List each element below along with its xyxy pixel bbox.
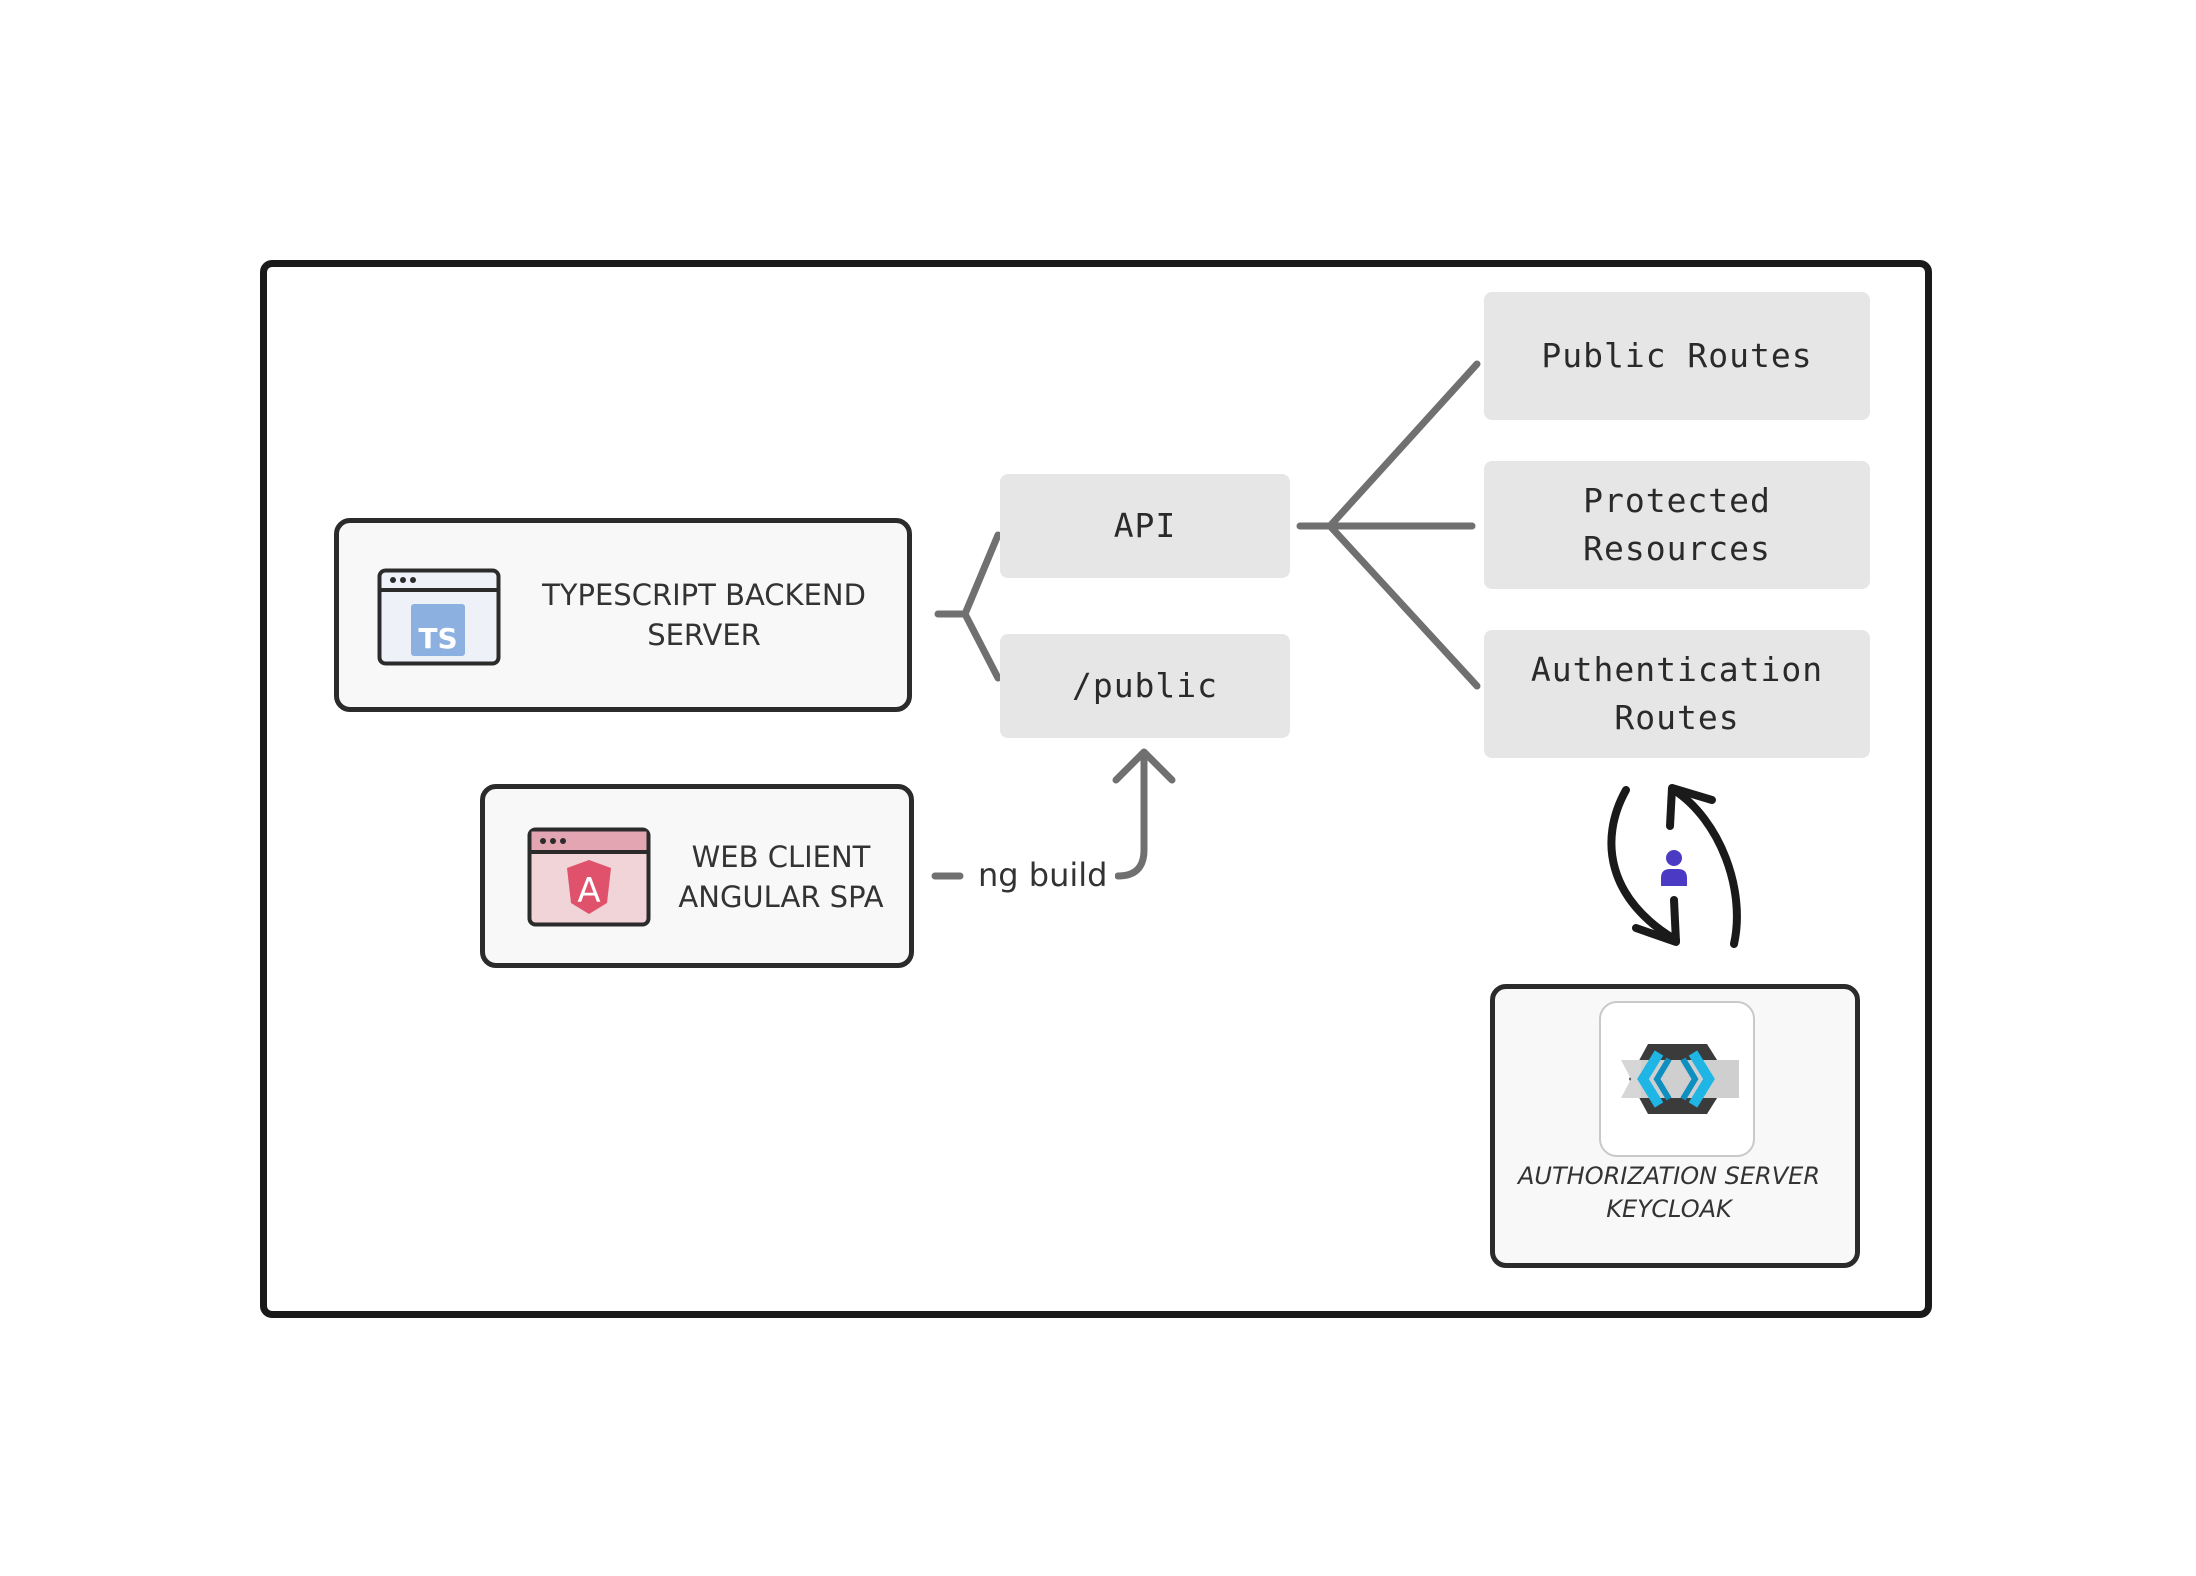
typescript-badge: TS <box>418 622 457 655</box>
keycloak-card[interactable] <box>1490 984 1860 1268</box>
keycloak-logo-icon <box>1621 1044 1739 1114</box>
web-client-card[interactable]: A WEB CLIENT ANGULAR SPA <box>480 784 914 968</box>
web-client-label: WEB CLIENT ANGULAR SPA <box>678 840 884 914</box>
backend-label: TYPESCRIPT BACKEND SERVER <box>542 578 866 652</box>
ng-build-label: ng build <box>970 856 1116 894</box>
typescript-backend-card[interactable]: TS TYPESCRIPT BACKEND SERVER <box>334 518 912 712</box>
public-routes-box[interactable]: Public Routes <box>1484 292 1870 420</box>
auth-server-label: AUTHORIZATION SERVER KEYCLOAK <box>1518 1162 1820 1223</box>
public-box[interactable]: /public <box>1000 634 1290 738</box>
typescript-window-icon: TS <box>377 568 501 666</box>
angular-badge: A <box>577 871 600 911</box>
api-box[interactable]: API <box>1000 474 1290 578</box>
angular-window-icon: A <box>527 827 651 927</box>
authentication-routes-box[interactable]: Authentication Routes <box>1484 630 1870 758</box>
protected-resources-box[interactable]: Protected Resources <box>1484 461 1870 589</box>
keycloak-logo-tile <box>1599 1001 1755 1157</box>
